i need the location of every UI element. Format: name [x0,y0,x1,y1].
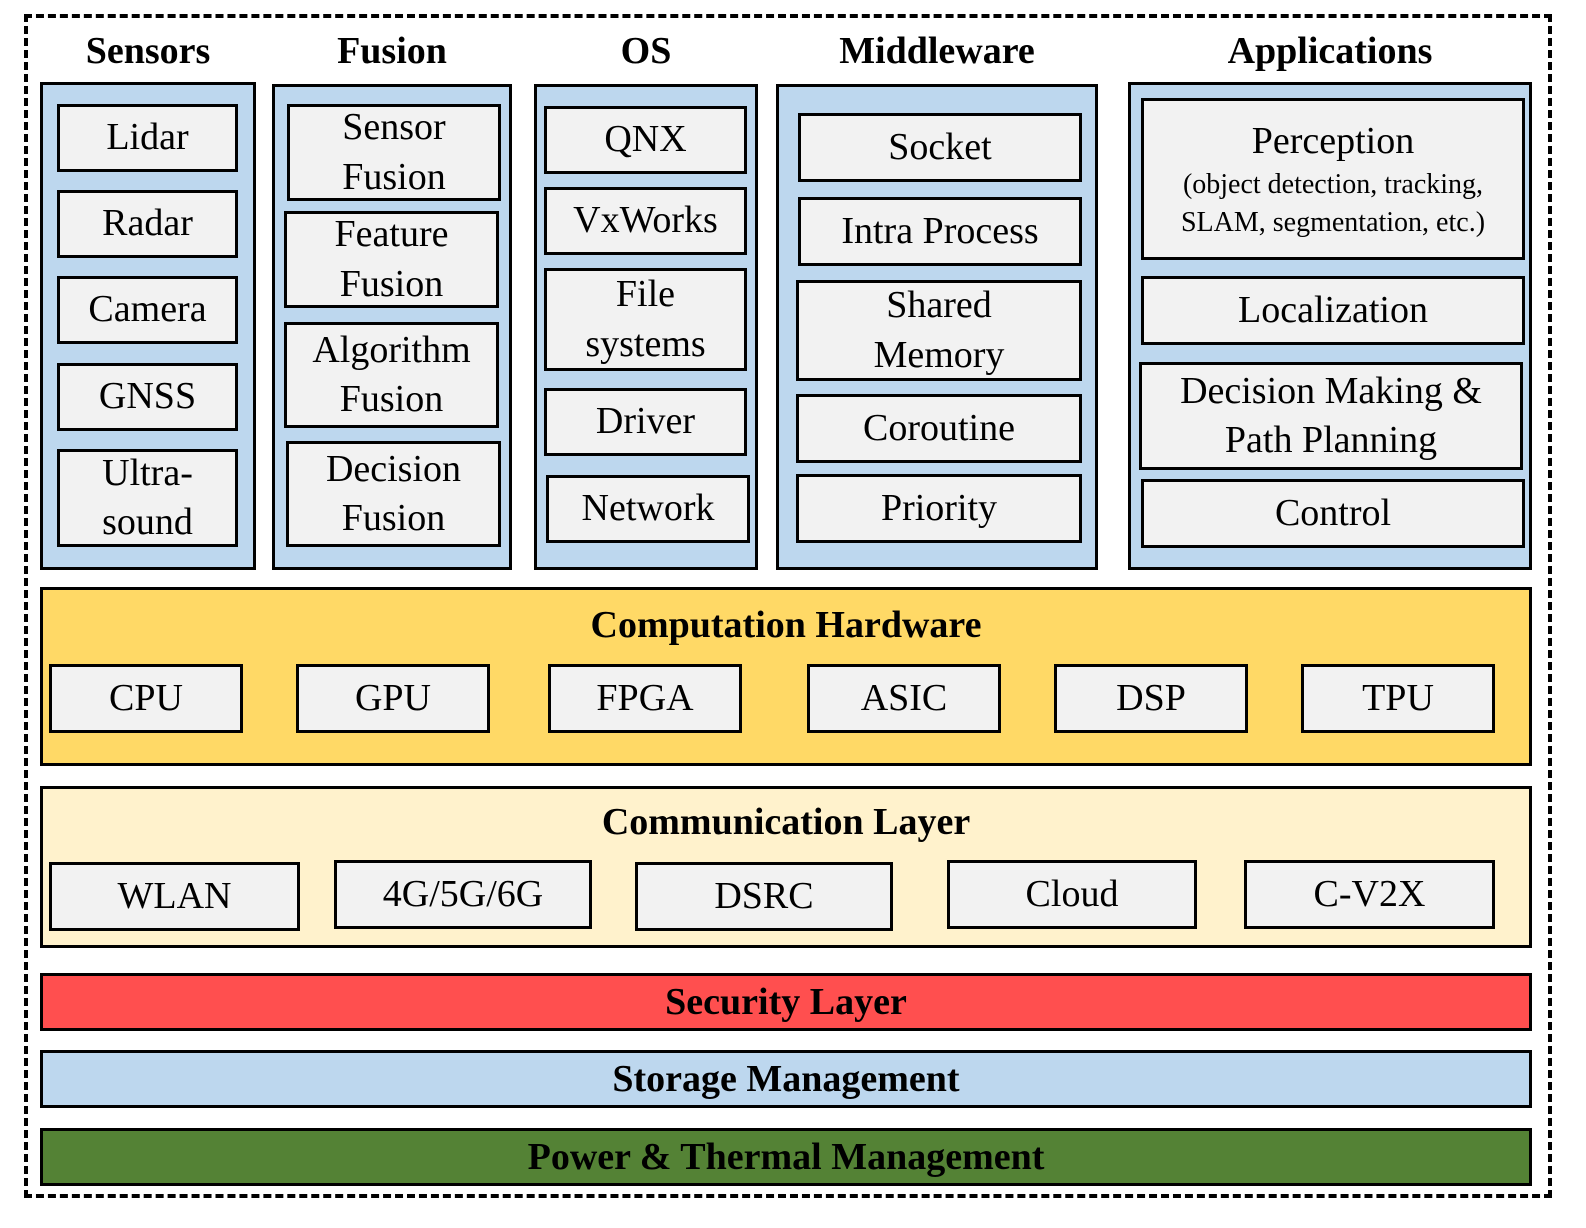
hw-cpu: CPU [49,664,243,733]
applications-heading: Applications [1227,30,1433,72]
hw-gpu: GPU [296,664,490,733]
fusion-heading: Fusion [337,30,447,72]
power-thermal-management: Power & Thermal Management [40,1128,1532,1186]
storage-management: Storage Management [40,1050,1532,1108]
comm-4g-5g-6g: 4G/5G/6G [334,860,592,929]
fusion-algorithm: Algorithm Fusion [284,322,499,428]
app-control: Control [1141,479,1525,548]
middleware-heading: Middleware [839,30,1035,72]
hw-dsp: DSP [1054,664,1248,733]
computation-hardware-band: Computation Hardware [40,587,1532,766]
middleware-shared-memory: Shared Memory [796,280,1082,381]
app-perception: Perception (object detection, tracking, … [1141,98,1525,260]
comm-wlan: WLAN [49,862,300,931]
hw-fpga: FPGA [548,664,742,733]
comm-cloud: Cloud [947,860,1197,929]
os-heading: OS [620,30,672,72]
os-driver: Driver [544,388,747,456]
hw-tpu: TPU [1301,664,1495,733]
communication-layer-title: Communication Layer [601,801,971,843]
sensors-heading: Sensors [85,30,211,72]
os-vxworks: VxWorks [544,187,747,255]
middleware-priority: Priority [796,474,1082,543]
middleware-socket: Socket [798,113,1082,182]
os-file-systems: File systems [544,268,747,371]
os-qnx: QNX [544,106,747,174]
sensor-radar: Radar [57,190,238,258]
sensor-camera: Camera [57,276,238,344]
middleware-coroutine: Coroutine [796,394,1082,463]
sensor-gnss: GNSS [57,363,238,431]
app-decision-planning: Decision Making & Path Planning [1139,362,1523,470]
comm-c-v2x: C-V2X [1244,860,1495,929]
architecture-frame [24,14,1552,1198]
comm-dsrc: DSRC [635,862,893,931]
sensor-ultrasound: Ultra- sound [57,449,238,547]
fusion-decision: Decision Fusion [286,441,501,547]
fusion-feature: Feature Fusion [284,211,499,308]
middleware-intra-process: Intra Process [798,197,1082,266]
computation-hardware-title: Computation Hardware [590,604,982,646]
hw-asic: ASIC [807,664,1001,733]
fusion-sensor: Sensor Fusion [287,104,501,201]
app-localization: Localization [1141,276,1525,345]
app-perception-title: Perception [1251,119,1415,162]
sensor-lidar: Lidar [57,104,238,172]
os-network: Network [546,475,750,543]
app-perception-detail: (object detection, tracking, SLAM, segme… [1180,168,1486,238]
security-layer: Security Layer [40,973,1532,1031]
